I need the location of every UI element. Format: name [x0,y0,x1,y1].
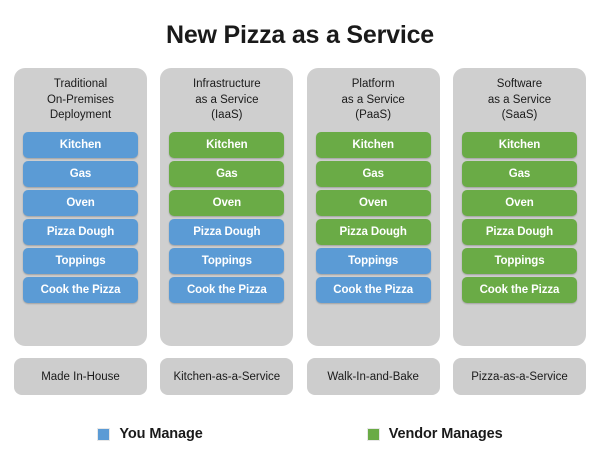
stack-layer-item[interactable]: Kitchen [461,132,577,158]
stack-layer-item[interactable]: Cook the Pizza [169,277,285,303]
stack-layer-item[interactable]: Kitchen [315,132,431,158]
column-header: Platform as a Service (PaaS) [316,77,431,125]
column-header: Infrastructure as a Service (IaaS) [169,77,284,125]
stack-layer-item[interactable]: Pizza Dough [169,219,285,245]
legend-label: Vendor Manages [388,426,503,442]
stack-layer-item[interactable]: Toppings [461,248,577,274]
stack-layer-item[interactable]: Cook the Pizza [461,277,577,303]
stack-layer-item[interactable]: Pizza Dough [23,219,138,245]
stack-layer-item[interactable]: Kitchen [23,132,138,158]
column-header-line: Deployment [49,109,112,121]
stack-layer-item[interactable]: Oven [23,190,138,216]
column-header-line: as a Service [341,93,405,106]
column-header-line: Infrastructure [192,78,261,90]
stack-layer-item[interactable]: Cook the Pizza [23,277,138,303]
legend: You Manage Vendor Manages [0,419,600,449]
stack-layer-item[interactable]: Toppings [315,248,431,274]
column-header-line: On-Premises [46,93,115,106]
stack-layer-item[interactable]: Cook the Pizza [315,277,431,303]
footer-label-box: Pizza-as-a-Service [452,358,586,395]
stack-layer-item[interactable]: Gas [315,161,431,187]
legend-entry: Vendor Manages [366,426,503,442]
stack-layer-item[interactable]: Kitchen [169,132,285,158]
stack-layer-item[interactable]: Toppings [169,248,285,274]
stack-layer-item[interactable]: Gas [23,161,138,187]
column-header-line: Platform [351,78,395,90]
stack-layer-item[interactable]: Pizza Dough [315,219,431,245]
legend-swatch-icon [366,427,380,441]
stack-layer-item[interactable]: Pizza Dough [461,219,577,245]
column-header-line: (IaaS) [211,109,243,121]
footer-label-box: Walk-In-and-Bake [306,358,440,395]
column-header-line: Software [496,78,543,90]
stack-layer-item[interactable]: Oven [315,190,431,216]
column-header-line: Traditional [53,78,108,90]
stack-layer-item[interactable]: Gas [461,161,577,187]
footer-label-box: Made In-House [14,358,147,395]
column-header-line: as a Service [195,93,259,106]
stack-layer-item[interactable]: Oven [169,190,285,216]
page-title: New Pizza as a Service [166,21,434,49]
footer-labels-row: Made In-House Kitchen-as-a-Service Walk-In… [14,358,586,395]
legend-entry: You Manage [97,426,203,442]
column-header-line: (PaaS) [355,109,392,121]
stack-layer-item[interactable]: Oven [461,190,577,216]
stack-layer-item[interactable]: Toppings [23,248,138,274]
legend-label: You Manage [119,426,203,442]
column-header-line: (SaaS) [501,109,538,121]
footer-label-box: Kitchen-as-a-Service [160,358,294,395]
column-header: Software as a Service (SaaS) [462,77,577,125]
column-header-line: as a Service [487,93,552,106]
legend-swatch-icon [97,427,111,441]
stack-layer-item[interactable]: Gas [169,161,285,187]
